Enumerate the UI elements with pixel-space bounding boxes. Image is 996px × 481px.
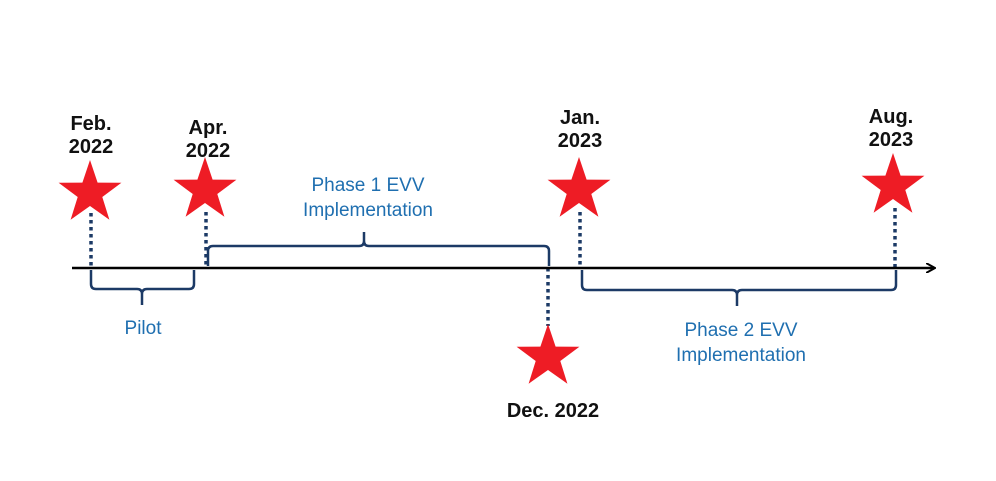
- label-phase1-line1: Phase 1 EVV: [311, 175, 424, 196]
- star-dec-2022-icon: [516, 324, 580, 384]
- brace-pilot: [89, 270, 196, 305]
- star-apr-2022-icon: [173, 157, 237, 217]
- label-phase2-line2: Implementation: [676, 345, 806, 366]
- label-apr-line2: 2022: [186, 140, 231, 162]
- star-feb-2022-icon: [58, 160, 122, 220]
- label-aug-line1: Aug.: [869, 106, 913, 128]
- label-phase1-line2: Implementation: [303, 200, 433, 221]
- star-aug-2023-icon: [861, 153, 925, 213]
- label-dec: Dec. 2022: [507, 400, 599, 422]
- label-feb-line1: Feb.: [70, 113, 111, 135]
- label-jan-line1: Jan.: [560, 107, 600, 129]
- brace-phase1: [206, 232, 551, 266]
- label-aug-line2: 2023: [869, 129, 914, 151]
- label-phase2-line1: Phase 2 EVV: [684, 320, 797, 341]
- label-apr-line1: Apr.: [189, 117, 228, 139]
- label-feb-line2: 2022: [69, 136, 114, 158]
- label-jan-line2: 2023: [558, 130, 603, 152]
- label-pilot: Pilot: [125, 318, 163, 339]
- brace-phase2: [580, 270, 898, 306]
- star-jan-2023-icon: [547, 157, 611, 217]
